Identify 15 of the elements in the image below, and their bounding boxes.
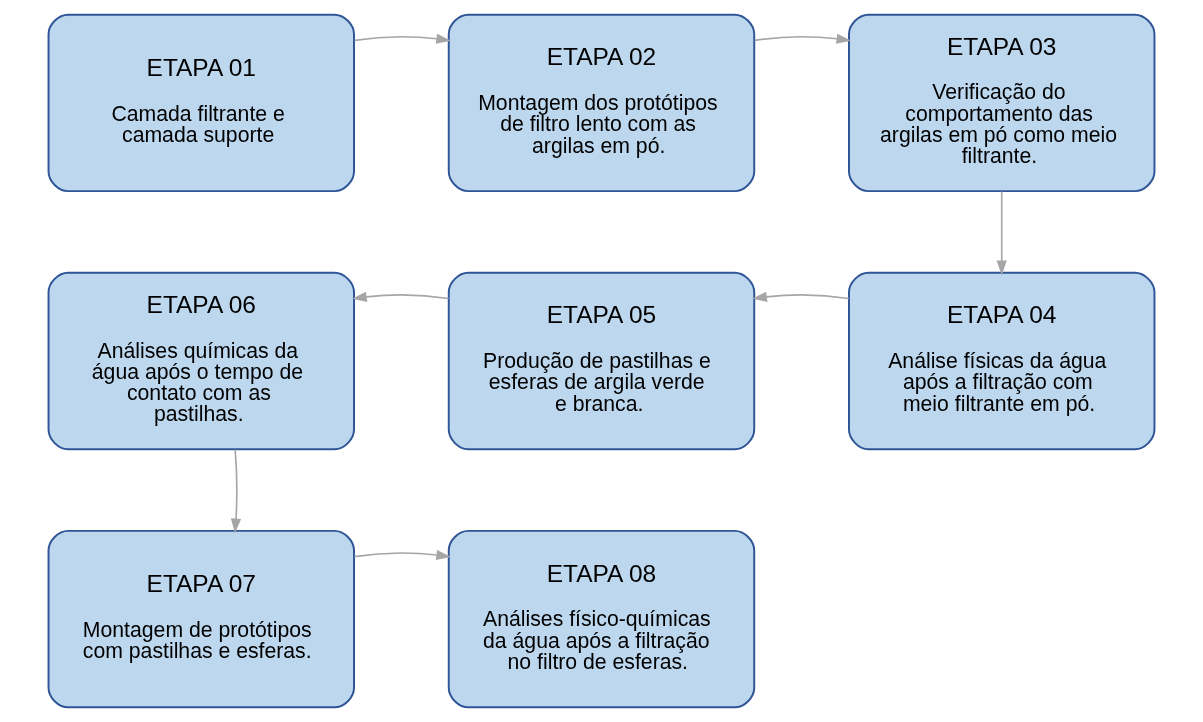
node-box: ETAPA 06 Análises químicas da água após o tempo de contato com as pastilhas. (47, 271, 355, 451)
node-box: ETAPA 05 Produção de pastilhas e esferas de argila verde e branca. (447, 271, 756, 451)
arrow (996, 190, 1007, 276)
node-box: ETAPA 04 Análise físicas da água após a filtração com meio filtrante em pó. (848, 271, 1156, 451)
node-box: ETAPA 03 Verificação do comportamento das argilas em pó como meio filtrante. (848, 13, 1156, 193)
arrow (230, 448, 242, 534)
arrow (752, 291, 850, 302)
node-box: ETAPA 01 Camada filtrante e camada suporte (47, 13, 355, 193)
node-box: ETAPA 08 Análises físico-químicas da água após a filtração no filtro de esferas. (447, 529, 756, 709)
node-box: ETAPA 02 Montagem dos protótipos de filtro lento com as argilas em pó. (447, 13, 756, 193)
arrow (353, 549, 451, 561)
arrow (352, 291, 450, 302)
node-box: ETAPA 07 Montagem de protótipos com pastilhas e esferas. (47, 529, 355, 709)
arrow (753, 33, 852, 44)
arrow (353, 33, 451, 44)
